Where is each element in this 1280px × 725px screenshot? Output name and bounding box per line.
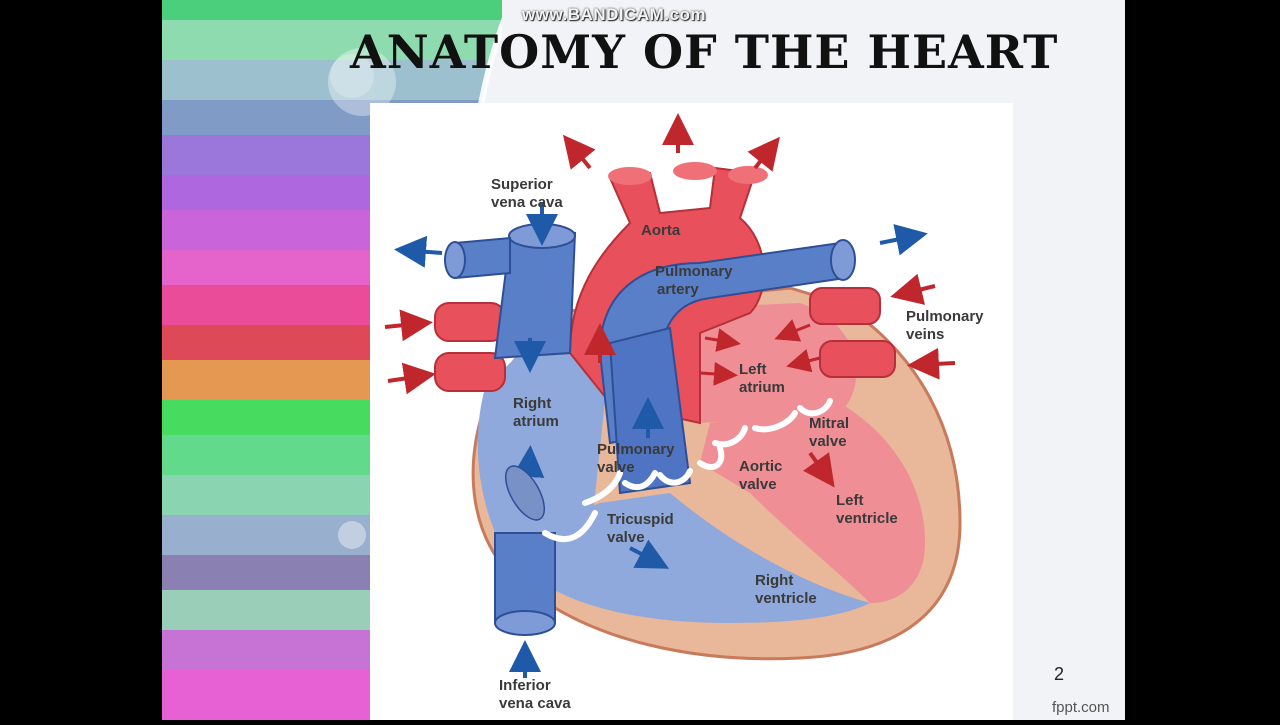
- page-number: 2: [1054, 664, 1064, 685]
- label-superior-vena-cava: Superior vena cava: [491, 176, 563, 212]
- pulmonary-vein-lower: [820, 341, 895, 377]
- slide-title: ANATOMY OF THE HEART: [350, 25, 1058, 79]
- recorder-watermark: www.BANDICAM.com: [522, 5, 706, 25]
- label-pulmonary-veins: Pulmonary veins: [906, 308, 984, 344]
- label-inferior-vena-cava: Inferior vena cava: [499, 677, 571, 713]
- label-aortic-valve: Aortic valve: [739, 458, 782, 494]
- label-left-ventricle: Left ventricle: [836, 492, 898, 528]
- label-aorta: Aorta: [641, 222, 680, 240]
- label-left-atrium: Left atrium: [739, 361, 785, 397]
- heart-illustration: [370, 103, 1013, 720]
- label-mitral-valve: Mitral valve: [809, 415, 849, 451]
- label-tricuspid-valve: Tricuspid valve: [607, 511, 674, 547]
- footer-brand: fppt.com: [1052, 699, 1110, 716]
- heart-diagram: Superior vena cava Aorta Pulmonary arter…: [370, 103, 1013, 720]
- label-right-ventricle: Right ventricle: [755, 572, 817, 608]
- inferior-vena-cava: [495, 533, 555, 623]
- label-right-atrium: Right atrium: [513, 395, 559, 431]
- pulmonary-vein-upper: [810, 288, 880, 324]
- label-pulmonary-valve: Pulmonary valve: [597, 441, 675, 477]
- label-pulmonary-artery: Pulmonary artery: [655, 263, 733, 299]
- pulmonary-vein-left-upper: [435, 303, 505, 341]
